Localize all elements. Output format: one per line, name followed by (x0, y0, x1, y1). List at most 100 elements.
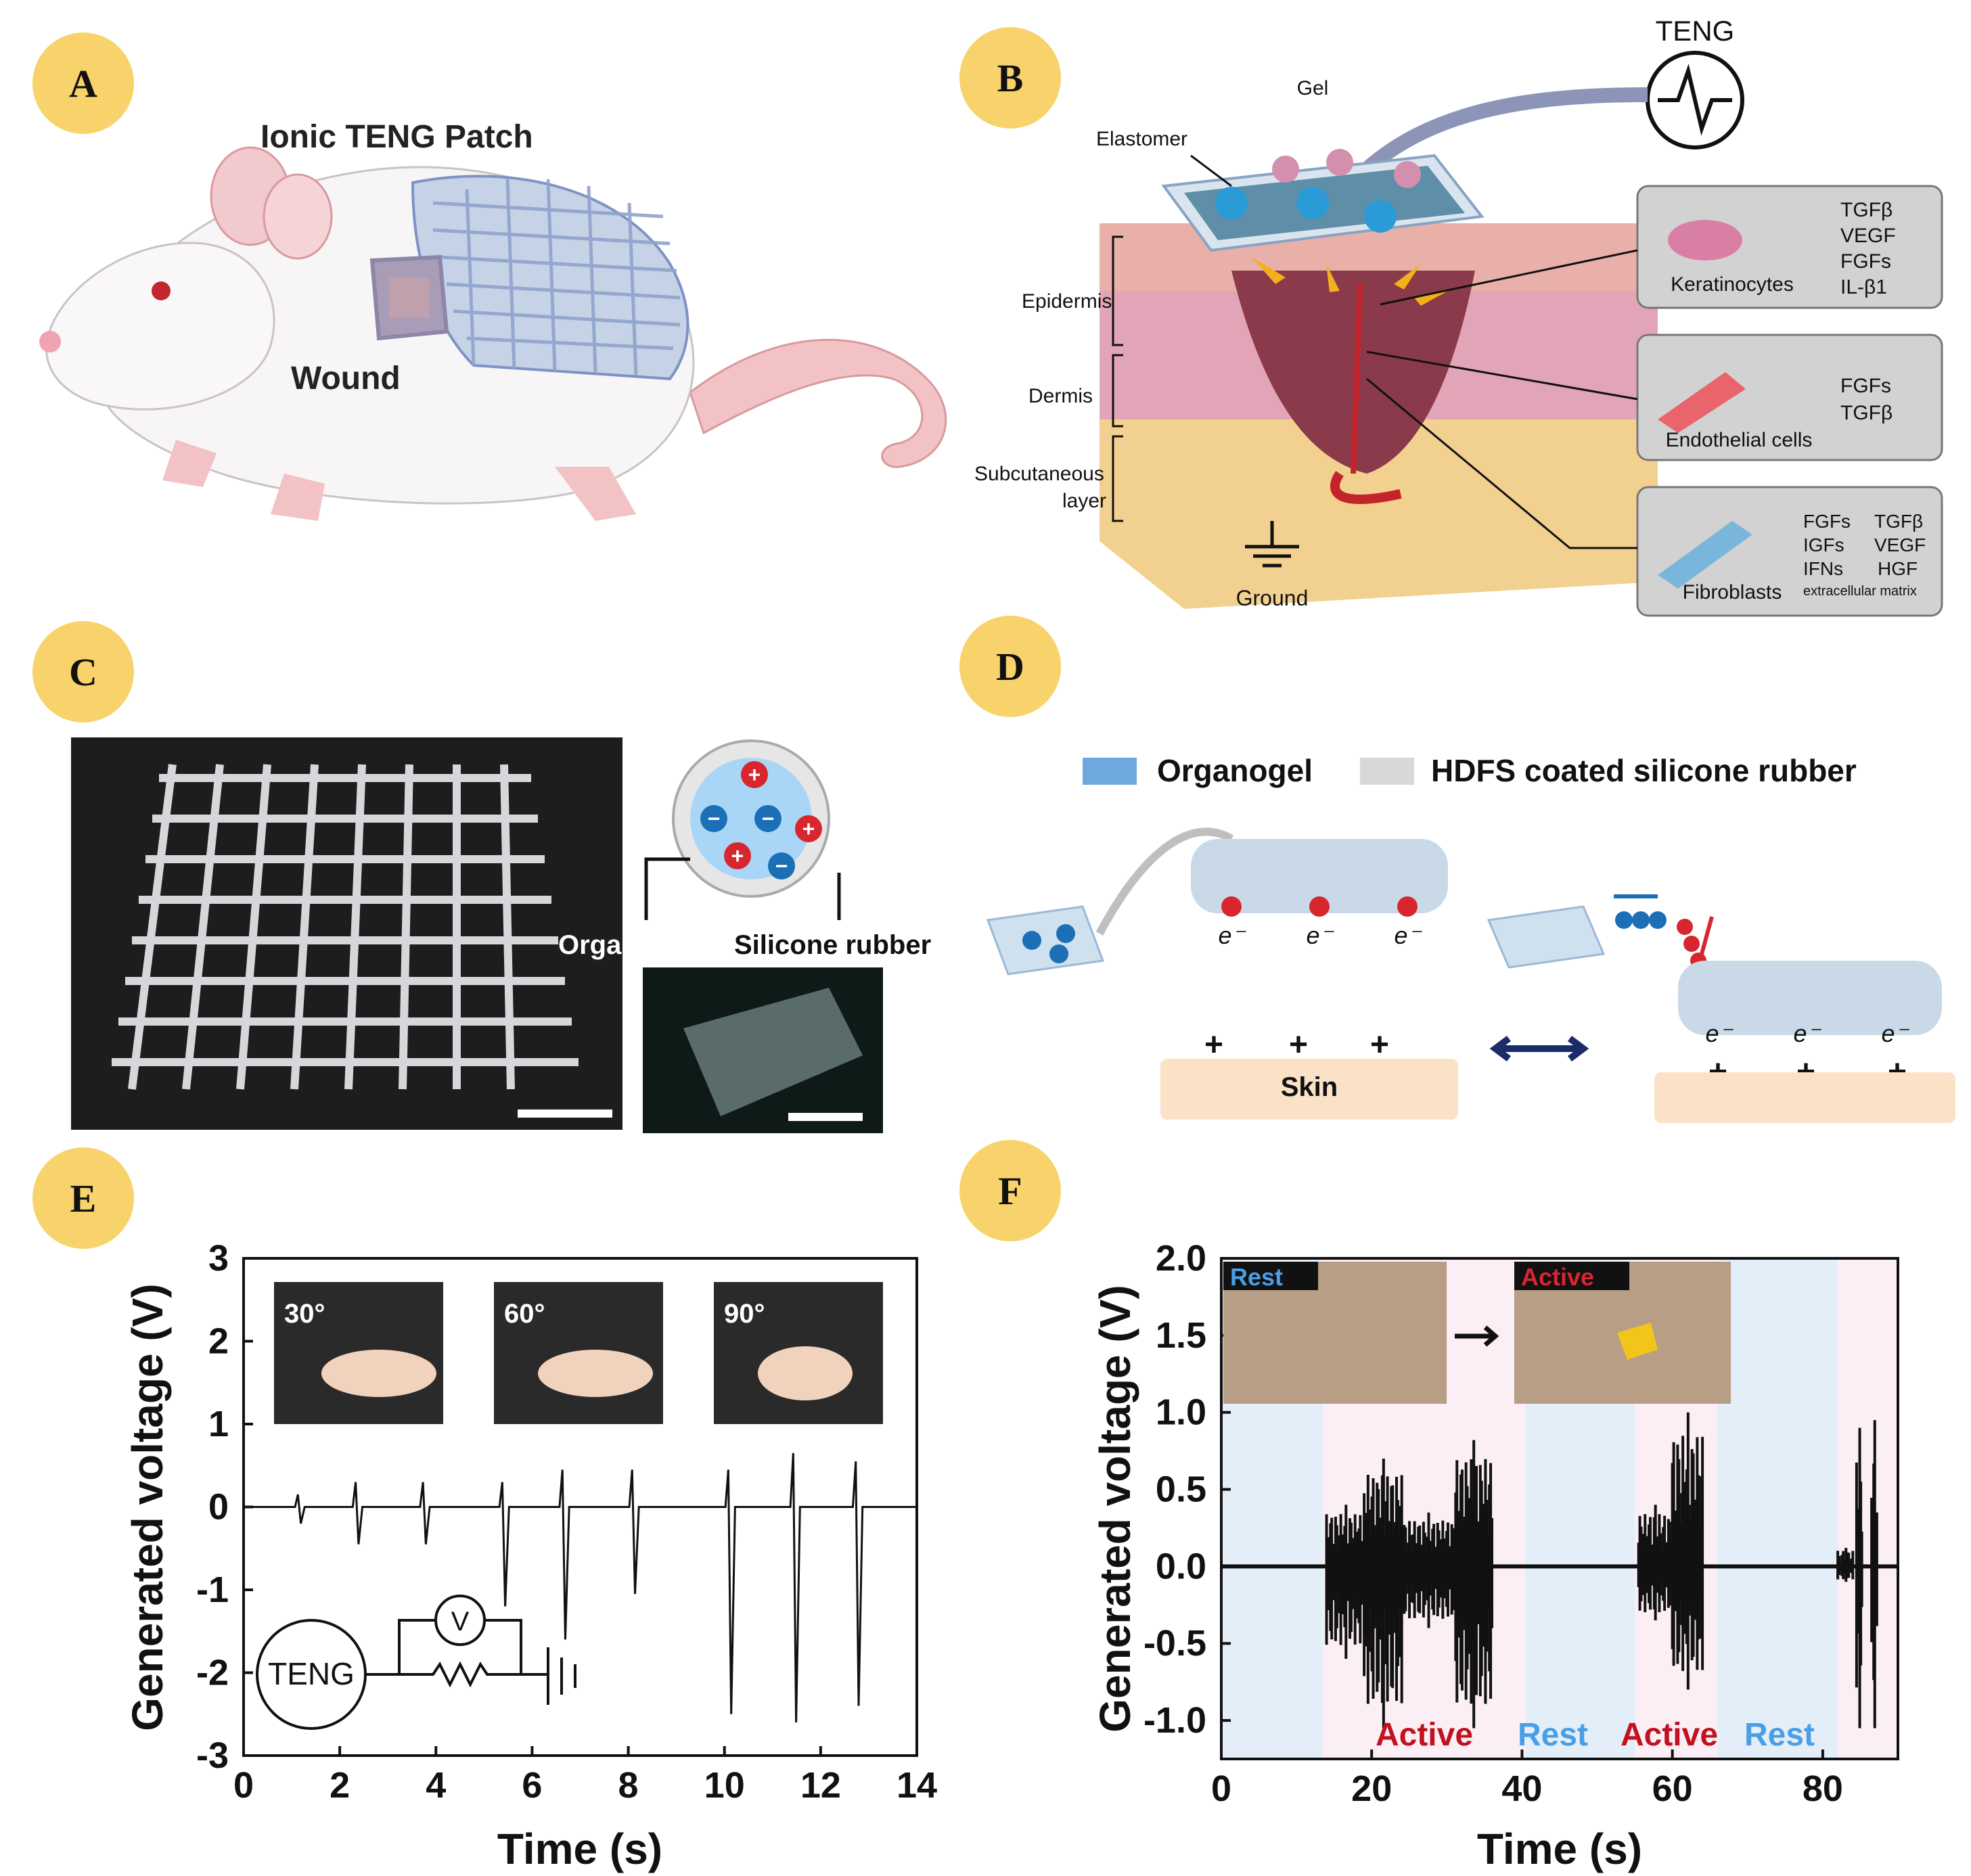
skin-charges-left: +++ (1204, 1027, 1389, 1063)
inset-active-label: Active (1521, 1263, 1594, 1291)
svg-text:−: − (775, 854, 788, 878)
teng-label: TENG (1656, 15, 1735, 47)
svg-text:HGF: HGF (1878, 558, 1918, 579)
layer-label: layer (1062, 490, 1106, 512)
rat-foreleg (162, 440, 217, 487)
circuit-teng-label: TENG (268, 1656, 355, 1691)
svg-text:Endothelial cells: Endothelial cells (1666, 429, 1813, 451)
cell-box-fibroblasts: Fibroblasts FGFs TGFβ IGFs VEGF IFNs HGF… (1636, 486, 1943, 617)
svg-text:+: + (1204, 1027, 1223, 1063)
chart-f-ytick-label: 0.0 (1156, 1546, 1206, 1586)
chart-f-xtick-label: 80 (1803, 1768, 1843, 1809)
chart-e-xtick-label: 8 (618, 1765, 639, 1806)
svg-text:IFNs: IFNs (1803, 558, 1843, 579)
chart-f-ytick-label: 2.0 (1156, 1238, 1206, 1279)
chart-e-xtick-label: 2 (330, 1765, 350, 1806)
svg-text:+: + (802, 817, 815, 841)
chart-e-ytick-label: -3 (196, 1735, 229, 1776)
legend-organogel-label: Organogel (1157, 753, 1313, 788)
electron-label-5: e⁻ (1793, 1020, 1821, 1047)
wound-crater (1231, 271, 1475, 474)
chart-e-xtick-label: 4 (426, 1765, 446, 1806)
inset-60: 60° (504, 1299, 545, 1329)
silicone-label: Silicone rubber (734, 930, 931, 960)
chart-f-ytick-label: 0.5 (1156, 1469, 1206, 1510)
panel-label-c: C (32, 621, 134, 723)
panel-d-illustration: Organogel HDFS coated silicone rubber e⁻… (986, 753, 1955, 1123)
organogel-arrow (644, 857, 690, 920)
svg-text:+: + (731, 844, 744, 868)
wound-label: Wound (291, 361, 401, 396)
chart-e-insets: 30° 60° 90° (274, 1282, 883, 1424)
chart-e-xtick-label: 12 (800, 1765, 841, 1806)
textile-left (1191, 839, 1448, 913)
cell-box-endothelial: Endothelial cells FGFs TGFβ (1636, 334, 1943, 461)
chart-e-ytick-label: 2 (208, 1321, 229, 1362)
svg-text:FGFs: FGFs (1840, 250, 1891, 273)
chart-e-xtick-label: 14 (897, 1765, 937, 1806)
circuit-diagram (256, 1595, 576, 1730)
gel-charges (1215, 149, 1421, 233)
svg-text:FGFs: FGFs (1803, 511, 1851, 532)
electron-label-6: e⁻ (1881, 1020, 1909, 1047)
circuit-voltmeter-label: V (451, 1607, 470, 1637)
phase-label-active-2: Active (1621, 1717, 1718, 1753)
organogel-pad-left (986, 905, 1105, 976)
chart-e-xlabel: Time (s) (497, 1825, 662, 1873)
blood-vessel (1330, 471, 1402, 504)
chart-f-insets: Rest Active (1223, 1262, 1731, 1404)
chart-e-ylabel: Generated voltage (V) (123, 1283, 172, 1731)
svg-text:Keratinocytes: Keratinocytes (1671, 273, 1794, 296)
dermis-label: Dermis (1028, 385, 1093, 407)
organogel-core (690, 758, 812, 879)
ions: + − − + + − (700, 761, 822, 879)
chart-f-region-active (1838, 1258, 1898, 1759)
panel-label-b: B (959, 27, 1061, 129)
woven-textile (112, 764, 579, 1090)
svg-text:TGFβ: TGFβ (1840, 199, 1893, 221)
migration-arrows (1252, 257, 1448, 306)
svg-text:Fibroblasts: Fibroblasts (1683, 581, 1782, 603)
charge-flow-arrow (1700, 916, 1714, 955)
svg-text:TGFβ: TGFβ (1874, 511, 1923, 532)
chart-f-ytick-label: 1.5 (1156, 1315, 1206, 1356)
connector-left (1095, 827, 1234, 936)
inset-30: 30° (284, 1299, 325, 1329)
textile-right (1678, 961, 1942, 1035)
electron-label-2: e⁻ (1306, 921, 1334, 949)
wound (389, 277, 430, 318)
rat-tail (689, 338, 947, 468)
chart-e-ytick-label: -2 (196, 1653, 229, 1693)
chart-e-xtick-label: 10 (704, 1765, 745, 1806)
skin-pad-right (1654, 1072, 1955, 1123)
chart-f-xtick-label: 60 (1652, 1768, 1693, 1809)
svg-text:+: + (1289, 1027, 1308, 1063)
cell-leader-lines (1366, 249, 1638, 549)
phase-label-active-1: Active (1376, 1717, 1473, 1753)
teng-waveform-icon (1658, 64, 1732, 136)
svg-text:VEGF: VEGF (1840, 225, 1896, 247)
chart-e-ytick-label: 3 (208, 1238, 229, 1279)
ground-icon (1245, 521, 1299, 568)
patch-weave (432, 179, 681, 376)
phase-label-rest-2: Rest (1744, 1717, 1815, 1753)
skin-pad-left (1160, 1059, 1458, 1120)
panel-label-d: D (959, 616, 1061, 717)
chart-e-series-line (244, 1452, 917, 1723)
electron-label-3: e⁻ (1394, 921, 1422, 949)
legend-silicone-swatch (1360, 758, 1414, 785)
chart-e-ytick-label: 1 (208, 1404, 229, 1444)
textile-right-charges-top (1615, 911, 1706, 969)
chart-f-xlabel: Time (s) (1477, 1825, 1642, 1873)
chart-f-ytick-label: 1.0 (1156, 1392, 1206, 1433)
panel-c-illustration: + − − + + − Organogel Silicone rubber (71, 737, 931, 1133)
panel-a-illustration: Ionic TENG Patch Wound (39, 119, 947, 521)
chart-f-phase-labels: Active Rest Active Rest (1376, 1717, 1815, 1753)
rat-nose (39, 331, 61, 352)
phase-label-rest-1: Rest (1518, 1717, 1588, 1753)
rat-eye (152, 281, 171, 300)
svg-text:extracellular matrix: extracellular matrix (1803, 584, 1917, 599)
chart-f-ylabel: Generated voltage (V) (1091, 1285, 1139, 1733)
inset-rest-label: Rest (1230, 1263, 1283, 1291)
electron-label-1: e⁻ (1218, 921, 1246, 949)
